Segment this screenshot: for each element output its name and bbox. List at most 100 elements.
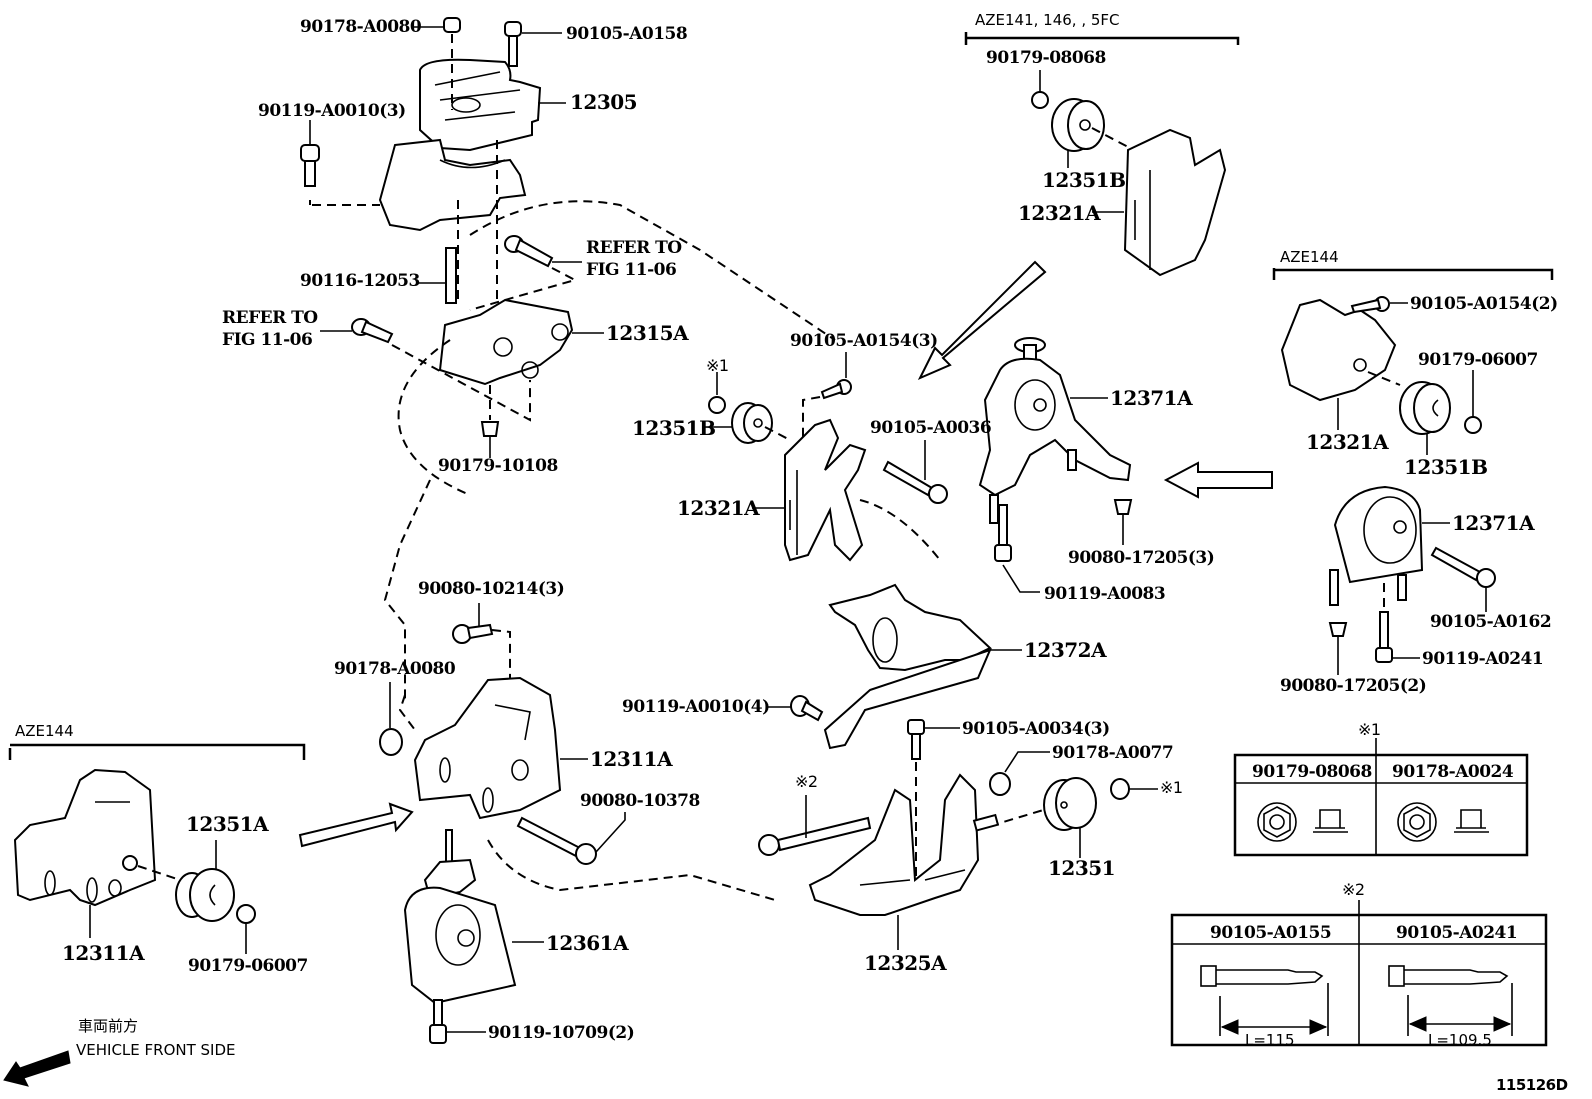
nut-icon bbox=[1110, 778, 1130, 800]
bracket-12315A bbox=[438, 298, 574, 386]
part-label: 90179-10108 bbox=[438, 456, 558, 476]
part-label: 90080-17205(2) bbox=[1280, 676, 1427, 696]
note-marker: ※2 bbox=[795, 772, 818, 791]
bolt-length-label: L=115 bbox=[1245, 1031, 1295, 1049]
bracket-12321A bbox=[784, 418, 867, 562]
nut-icon bbox=[708, 396, 726, 414]
nut-icon bbox=[1328, 622, 1348, 637]
bracket-12321A bbox=[1280, 298, 1397, 402]
bolt-icon bbox=[994, 504, 1012, 562]
part-label: 12311A bbox=[62, 941, 145, 965]
mount-12371A bbox=[978, 337, 1132, 524]
part-label: 90119-A0083 bbox=[1044, 584, 1166, 604]
part-label: 12351B bbox=[632, 416, 716, 440]
bolt-icon bbox=[504, 235, 554, 268]
bolt-length-icon bbox=[1200, 965, 1329, 1036]
group-bracket-aze144-right bbox=[1272, 268, 1554, 280]
part-label: 12321A bbox=[677, 496, 760, 520]
reference-note: FIG 11-06 bbox=[586, 260, 677, 280]
bolt-icon bbox=[907, 719, 925, 760]
group-bracket-aze141 bbox=[964, 32, 1240, 45]
part-label: 90119-10709(2) bbox=[488, 1023, 635, 1043]
part-label: 90119-A0010(4) bbox=[622, 697, 770, 717]
group-bracket-aze144-left bbox=[8, 743, 306, 760]
engine-mount-12305 bbox=[378, 58, 542, 232]
bushing-12351A bbox=[175, 868, 235, 922]
long-bolt-icon bbox=[758, 816, 872, 856]
note-marker: ※1 bbox=[706, 356, 729, 375]
group-label: AZE141, 146, , 5FC bbox=[975, 11, 1120, 29]
bracket-12325A bbox=[808, 773, 980, 916]
part-label: 90105-A0034(3) bbox=[962, 719, 1110, 739]
bolt-icon bbox=[351, 318, 394, 344]
part-label: 12371A bbox=[1110, 386, 1193, 410]
reference-note: FIG 11-06 bbox=[222, 330, 313, 350]
bolt-icon bbox=[504, 21, 522, 67]
part-label: 12351B bbox=[1404, 455, 1488, 479]
part-label: 90119-A0241 bbox=[1422, 649, 1544, 669]
reference-note: REFER TO bbox=[586, 238, 682, 258]
bolt-icon bbox=[882, 460, 948, 504]
part-label: 90179-08068 bbox=[986, 48, 1106, 68]
assembly-arrow-icon bbox=[917, 260, 1047, 381]
part-label: 12371A bbox=[1452, 511, 1535, 535]
nut-icon bbox=[1113, 499, 1133, 515]
bracket-12321A bbox=[1123, 128, 1227, 277]
bushing-12351B bbox=[1051, 98, 1105, 152]
part-label: 12305 bbox=[570, 90, 638, 114]
direction-note-jp: 車両前方 bbox=[78, 1017, 139, 1035]
table-header: 90178-A0024 bbox=[1392, 762, 1514, 782]
part-label: 90179-06007 bbox=[188, 956, 308, 976]
table-header: 90105-A0241 bbox=[1396, 923, 1518, 943]
group-label: AZE144 bbox=[15, 722, 74, 740]
bracket-12311A bbox=[13, 768, 157, 907]
bushing-12351B bbox=[1399, 381, 1451, 435]
part-label: 12325A bbox=[864, 951, 947, 975]
stud-icon bbox=[445, 247, 457, 304]
nut-icon bbox=[379, 728, 403, 756]
table-header: 90179-08068 bbox=[1252, 762, 1372, 782]
part-label: 12351B bbox=[1042, 168, 1126, 192]
part-label: 12361A bbox=[546, 931, 629, 955]
flange-nut-icon bbox=[1257, 802, 1348, 842]
part-label: 90105-A0154(3) bbox=[790, 331, 938, 351]
note-marker: ※1 bbox=[1160, 778, 1183, 797]
part-label: 90080-10214(3) bbox=[418, 579, 565, 599]
bolt-icon bbox=[790, 695, 824, 722]
mount-12372A bbox=[823, 583, 992, 750]
assembly-arrow-icon bbox=[298, 802, 414, 848]
part-label: 12351 bbox=[1048, 856, 1116, 880]
part-label: 90179-06007 bbox=[1418, 350, 1538, 370]
flange-nut-icon bbox=[1397, 802, 1489, 842]
part-label: 90105-A0162 bbox=[1430, 612, 1552, 632]
part-label: 90178-A0077 bbox=[1052, 743, 1174, 763]
assembly-arrow-icon bbox=[1163, 461, 1273, 499]
note-marker: ※1 bbox=[1358, 720, 1381, 739]
bolt-icon bbox=[429, 999, 447, 1044]
part-label: 90178-A0080 bbox=[334, 659, 456, 679]
part-label: 12372A bbox=[1024, 638, 1107, 662]
nut-icon bbox=[1031, 91, 1049, 109]
figure-id: 115126D bbox=[1496, 1076, 1568, 1094]
note1-table bbox=[1233, 738, 1529, 857]
bolt-length-label: L=109.5 bbox=[1428, 1031, 1492, 1049]
part-label: 90105-A0158 bbox=[566, 24, 688, 44]
direction-note-en: VEHICLE FRONT SIDE bbox=[76, 1041, 236, 1059]
part-label: 90116-12053 bbox=[300, 271, 420, 291]
bolt-icon bbox=[1375, 611, 1393, 663]
bushing-12351 bbox=[1043, 777, 1097, 831]
part-label: 90080-17205(3) bbox=[1068, 548, 1215, 568]
stud-icon bbox=[972, 813, 1000, 832]
nut-icon bbox=[480, 421, 500, 437]
part-label: 12351A bbox=[186, 812, 269, 836]
bolt-icon bbox=[1350, 296, 1390, 314]
part-label: 90080-10378 bbox=[580, 791, 700, 811]
bolt-icon bbox=[1430, 546, 1496, 588]
nut-icon bbox=[236, 904, 256, 924]
bracket-12311A bbox=[413, 676, 562, 820]
bolt-icon bbox=[122, 855, 138, 871]
part-label: 12321A bbox=[1306, 430, 1389, 454]
bolt-icon bbox=[452, 623, 494, 644]
